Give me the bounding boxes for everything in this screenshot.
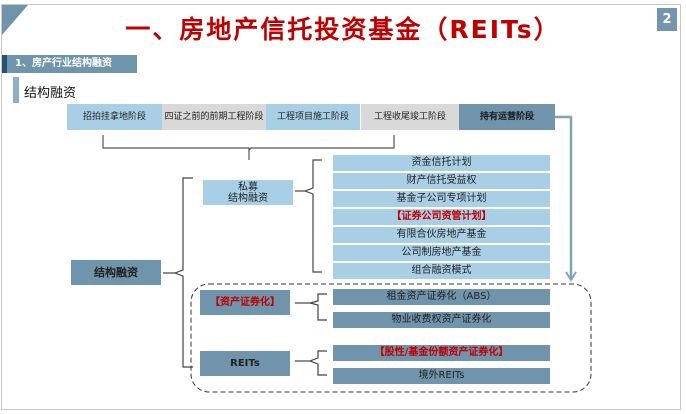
private-item-highlighted: 【证券公司资管计划】: [333, 209, 550, 225]
root-brace: [173, 177, 193, 368]
private-node: 私募 结构融资: [203, 180, 293, 205]
slide-frame: [1, 4, 681, 410]
private-item: 资金信托计划: [333, 155, 550, 171]
abs-node: 【资产证券化】: [200, 290, 290, 315]
abs-item: 租金资产证券化（ABS）: [333, 289, 550, 305]
reits-item-highlighted: 【股性/基金份额资产证券化】: [333, 345, 550, 361]
corner-decoration: [2, 5, 28, 35]
section-accent-bar: [2, 55, 7, 73]
private-item: 组合融资模式: [333, 263, 550, 279]
stage-operation: 持有运营阶段: [459, 104, 555, 130]
private-item: 基金子公司专项计划: [333, 191, 550, 207]
securitization-dashed-group: [190, 283, 592, 393]
reits-brace: [308, 350, 327, 376]
stage-completion: 工程收尾竣工阶段: [361, 104, 459, 130]
stage-construction: 工程项目施工阶段: [266, 104, 360, 130]
stages-brace: [102, 135, 395, 152]
root-node: 结构融资: [71, 260, 161, 285]
private-brace: [303, 159, 322, 273]
subsection-accent-bar: [13, 77, 19, 103]
stage-land-acquisition: 招拍挂拿地阶段: [67, 104, 162, 130]
subsection-heading: 结构融资: [24, 86, 77, 101]
page-title: 一、房地产信托投资基金（REITs）: [125, 15, 561, 44]
abs-brace: [309, 293, 327, 321]
private-node-line1: 私募: [238, 182, 258, 193]
private-item: 有限合伙房地产基金: [333, 227, 550, 243]
private-node-line2: 结构融资: [228, 193, 268, 204]
reits-item: 境外REITs: [333, 368, 550, 384]
private-item: 公司制房地产基金: [333, 245, 550, 261]
reits-node: REITs: [200, 351, 290, 376]
section-heading: 1、房产行业结构融资: [7, 55, 137, 73]
operation-arrow-line: [555, 115, 573, 278]
stage-pre-permit: 四证之前的前期工程阶段: [162, 104, 266, 130]
arrow-head-icon: [565, 271, 577, 282]
page-number-badge: 2: [657, 8, 677, 31]
abs-item: 物业收费权资产证券化: [333, 312, 550, 328]
private-item: 财产信托受益权: [333, 173, 550, 189]
